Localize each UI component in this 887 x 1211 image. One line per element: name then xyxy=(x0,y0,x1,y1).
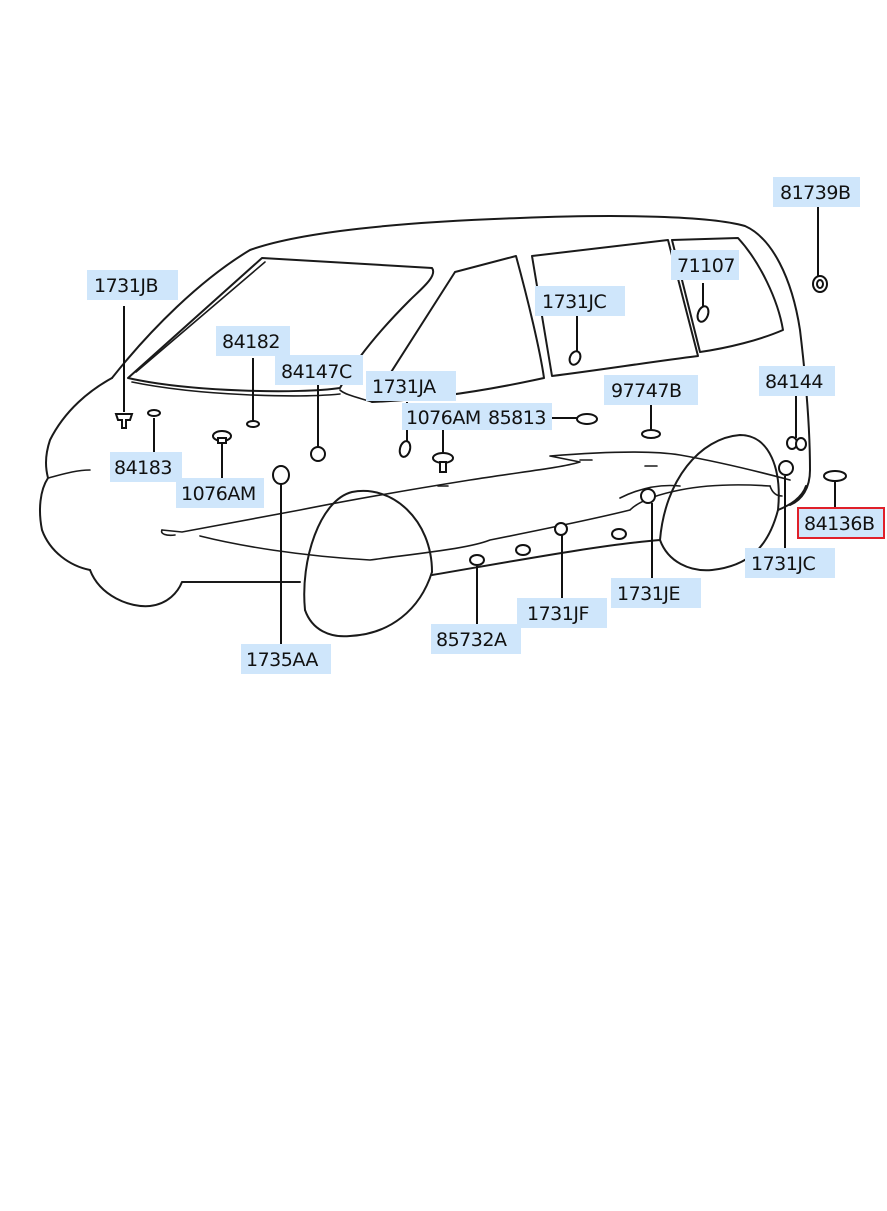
label-97747B[interactable]: 97747B xyxy=(604,375,698,405)
label-84182[interactable]: 84182 xyxy=(216,326,290,356)
svg-text:85732A: 85732A xyxy=(436,629,507,651)
clip-71107[interactable] xyxy=(696,305,711,323)
svg-text:84183: 84183 xyxy=(114,457,172,479)
clip-1731JC-bottom[interactable] xyxy=(778,460,794,476)
clip-1731JC-top[interactable] xyxy=(568,350,583,367)
clip-1731JF[interactable] xyxy=(554,522,568,536)
label-71107[interactable]: 71107 xyxy=(671,250,739,280)
svg-text:84182: 84182 xyxy=(222,331,280,353)
svg-text:84136B: 84136B xyxy=(804,513,874,535)
underside-plug xyxy=(515,528,627,556)
svg-text:1731JF: 1731JF xyxy=(527,603,589,625)
label-1731JA[interactable]: 1731JA xyxy=(366,371,456,401)
part-labels: 81739B 1731JB 71107 1731JC 84182 84147C … xyxy=(87,177,885,674)
label-84136B[interactable]: 84136B xyxy=(797,507,885,539)
label-1731JF[interactable]: 1731JF xyxy=(517,598,607,628)
plug-84136B[interactable] xyxy=(823,470,847,482)
svg-text:1076AM: 1076AM xyxy=(181,483,256,505)
plug-84147C[interactable] xyxy=(310,446,326,462)
svg-text:1731JA: 1731JA xyxy=(372,376,436,398)
label-1731JE[interactable]: 1731JE xyxy=(611,578,701,608)
plug-84182[interactable] xyxy=(246,420,260,428)
clip-1735AA[interactable] xyxy=(272,465,290,485)
label-84144[interactable]: 84144 xyxy=(759,366,835,396)
svg-text:1735AA: 1735AA xyxy=(246,649,318,671)
svg-text:97747B: 97747B xyxy=(611,380,681,402)
label-85813[interactable]: 85813 xyxy=(484,403,552,430)
svg-text:1731JB: 1731JB xyxy=(94,275,158,297)
svg-text:85813: 85813 xyxy=(488,407,546,429)
clip-1731JB[interactable] xyxy=(114,413,134,429)
svg-text:1731JE: 1731JE xyxy=(617,583,680,605)
svg-text:71107: 71107 xyxy=(677,255,735,277)
plug-1076AM-left[interactable] xyxy=(212,430,232,444)
clip-1731JA[interactable] xyxy=(398,440,412,458)
svg-text:84147C: 84147C xyxy=(281,361,352,383)
label-1731JC-bottom[interactable]: 1731JC xyxy=(745,548,835,578)
label-1076AM-mid[interactable]: 1076AM xyxy=(402,403,485,430)
svg-text:1731JC: 1731JC xyxy=(542,291,606,313)
grommet-81739B[interactable] xyxy=(812,275,828,293)
label-1731JB[interactable]: 1731JB xyxy=(87,270,178,300)
label-84183[interactable]: 84183 xyxy=(110,452,182,482)
svg-text:1076AM: 1076AM xyxy=(406,407,481,429)
label-81739B[interactable]: 81739B xyxy=(773,177,860,207)
label-1735AA[interactable]: 1735AA xyxy=(241,644,331,674)
label-1731JC-top[interactable]: 1731JC xyxy=(535,286,625,316)
svg-text:1731JC: 1731JC xyxy=(751,553,815,575)
svg-text:81739B: 81739B xyxy=(780,182,850,204)
label-84147C[interactable]: 84147C xyxy=(275,355,363,385)
plug-84183[interactable] xyxy=(147,409,161,417)
plug-85732A[interactable] xyxy=(469,554,485,566)
plug-97747B[interactable] xyxy=(641,429,661,467)
clip-84144[interactable] xyxy=(786,436,807,451)
label-1076AM-left[interactable]: 1076AM xyxy=(176,478,264,508)
leader-lines xyxy=(123,206,836,644)
plug-1076AM-mid[interactable] xyxy=(432,452,454,487)
svg-text:84144: 84144 xyxy=(765,371,823,393)
clip-1731JE[interactable] xyxy=(640,488,656,504)
label-85732A[interactable]: 85732A xyxy=(431,624,521,654)
